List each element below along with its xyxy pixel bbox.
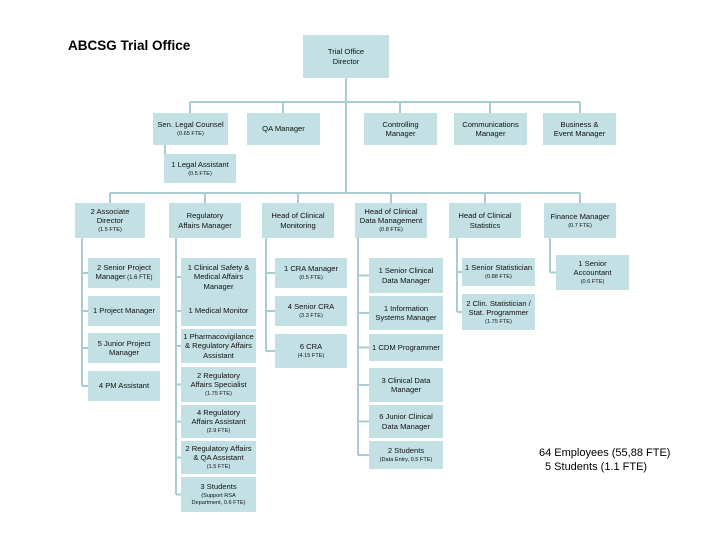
data-students-fte: (Data Entry, 0.5 FTE) [379,457,433,464]
pm-assistant-box: 4 PM Assistant [88,371,160,401]
finance-manager-fte: (0.7 FTE) [568,222,592,229]
qa-manager-box: QA Manager [247,113,320,145]
cdm-programmer-box: 1 CDM Programmer [369,334,443,361]
senior-accountant-box: 1 Senior Accountant (0.6 FTE) [556,255,629,290]
business-event-manager-box: Business & Event Manager [543,113,616,145]
medical-monitor-box: 1 Medical Monitor [181,296,256,326]
senior-project-manager-title: 2 Senior Project Manager [95,263,152,282]
regulatory-specialist-fte: (1.75 FTE) [205,391,232,398]
communications-manager-label: Communications Manager [462,119,519,138]
clinical-data-manager-label: 3 Clinical Data Manager [381,375,431,394]
communications-manager-box: Communications Manager [454,113,527,145]
clinical-safety-manager-box: 1 Clinical Safety & Medical Affairs Mana… [181,258,256,296]
business-event-manager-label: Business & Event Manager [553,119,606,138]
finance-manager-box: Finance Manager (0.7 FTE) [544,203,616,238]
senior-project-manager-label: 2 Senior Project Manager (1.6 FTE) [96,263,153,282]
pm-assistant-label: 4 PM Assistant [98,381,150,391]
clinical-statistician-box: 2 Clin. Statistician / Stat. Programmer … [462,294,535,330]
legal-assistant-box: 1 Legal Assistant (0.5 FTE) [164,154,236,183]
regulatory-students-label: 3 Students [200,482,237,492]
regulatory-qa-assistant-box: 2 Regulatory Affairs & QA Assistant (1.5… [181,441,256,474]
senior-project-manager-fte: (1.6 FTE) [125,275,153,282]
regulatory-assistant-box: 4 Regulatory Affairs Assistant (2.9 FTE) [181,405,256,438]
head-data-management-fte: (0.8 FTE) [379,227,403,234]
legal-assistant-label: 1 Legal Assistant [171,159,229,169]
head-clinical-monitoring-label: Head of Clinical Monitoring [271,211,325,230]
controlling-manager-label: Controlling Manager [382,119,419,138]
medical-monitor-label: 1 Medical Monitor [188,306,249,316]
senior-accountant-fte: (0.6 FTE) [580,279,605,286]
finance-manager-label: Finance Manager [550,211,610,221]
cdm-programmer-label: 1 CDM Programmer [372,342,440,352]
cra-manager-box: 1 CRA Manager (0.5 FTE) [275,258,347,288]
senior-data-manager-label: 1 Senior Clinical Data Manager [378,266,434,285]
senior-cra-fte: (3.3 FTE) [299,313,323,320]
employee-count: 64 Employees (55,88 FTE) [539,447,671,459]
senior-project-manager-box: 2 Senior Project Manager (1.6 FTE) [88,258,160,288]
legal-counsel-label: Sen. Legal Counsel [157,120,224,130]
junior-data-manager-label: 6 Junior Clinical Data Manager [379,412,433,431]
director-box: Trial Office Director [303,35,389,78]
senior-data-manager-box: 1 Senior Clinical Data Manager [369,258,443,293]
information-systems-manager-label: 1 Information Systems Manager [375,303,437,322]
senior-accountant-label: 1 Senior Accountant [573,259,612,278]
regulatory-assistant-fte: (2.9 FTE) [206,428,231,435]
headcount-summary: 64 Employees (55,88 FTE) 5 Students (1.1… [539,446,670,475]
senior-cra-label: 4 Senior CRA [287,302,335,312]
associate-director-box: 2 Associate Director (1.5 FTE) [75,203,145,238]
associate-director-label: 2 Associate Director [90,207,130,226]
regulatory-students-fte: (Support RSA Department, 0.6 FTE) [191,493,246,507]
controlling-manager-box: Controlling Manager [364,113,437,145]
regulatory-assistant-label: 4 Regulatory Affairs Assistant [191,408,246,427]
data-students-box: 2 Students (Data Entry, 0.5 FTE) [369,441,443,469]
senior-statistician-label: 1 Senior Statistician [464,263,533,273]
clinical-statistician-label: 2 Clin. Statistician / Stat. Programmer [466,298,531,317]
director-label: Trial Office Director [327,47,365,66]
legal-assistant-fte: (0.5 FTE) [188,170,212,177]
pharmacovigilance-assistant-box: 1 Pharmacovigilance & Regulatory Affairs… [181,329,256,363]
junior-project-manager-label: 5 Junior Project Manager [97,338,151,357]
pharmacovigilance-assistant-label: 1 Pharmacovigilance & Regulatory Affairs… [183,332,254,360]
cra-box: 6 CRA (4.15 FTE) [275,334,347,368]
cra-manager-label: 1 CRA Manager [283,264,339,274]
head-clinical-statistics-box: Head of Clinical Statistics [449,203,521,238]
regulatory-affairs-manager-box: Regulatory Affairs Manager [169,203,241,238]
head-data-management-label: Head of Clinical Data Management [359,207,423,226]
regulatory-students-box: 3 Students (Support RSA Department, 0.6 … [181,477,256,512]
cra-label: 6 CRA [299,342,323,352]
legal-counsel-box: Sen. Legal Counsel (0.65 FTE) [153,113,228,145]
senior-cra-box: 4 Senior CRA (3.3 FTE) [275,296,347,326]
information-systems-manager-box: 1 Information Systems Manager [369,296,443,330]
senior-statistician-box: 1 Senior Statistician (0.88 FTE) [462,258,535,286]
junior-data-manager-box: 6 Junior Clinical Data Manager [369,405,443,438]
clinical-data-manager-box: 3 Clinical Data Manager [369,368,443,402]
project-manager-box: 1 Project Manager [88,296,160,326]
student-count: 5 Students (1.1 FTE) [545,461,648,474]
cra-manager-fte: (0.5 FTE) [299,275,323,282]
qa-manager-label: QA Manager [262,124,305,134]
cra-fte: (4.15 FTE) [297,353,325,360]
associate-director-fte: (1.5 FTE) [98,227,122,234]
legal-counsel-fte: (0.65 FTE) [177,131,204,138]
head-clinical-statistics-label: Head of Clinical Statistics [458,211,512,230]
head-data-management-box: Head of Clinical Data Management (0.8 FT… [355,203,427,238]
regulatory-qa-assistant-fte: (1.5 FTE) [206,464,231,471]
junior-project-manager-box: 5 Junior Project Manager [88,333,160,363]
clinical-statistician-fte: (1.75 FTE) [485,318,512,325]
data-students-label: 2 Students [387,446,425,456]
senior-statistician-fte: (0.88 FTE) [485,274,512,281]
page-title: ABCSG Trial Office [68,38,191,53]
regulatory-specialist-box: 2 Regulatory Affairs Specialist (1.75 FT… [181,367,256,402]
regulatory-qa-assistant-label: 2 Regulatory Affairs & QA Assistant [185,444,252,463]
head-clinical-monitoring-box: Head of Clinical Monitoring [262,203,334,238]
project-manager-label: 1 Project Manager [92,306,156,316]
regulatory-affairs-manager-label: Regulatory Affairs Manager [178,211,232,230]
clinical-safety-manager-label: 1 Clinical Safety & Medical Affairs Mana… [187,263,250,291]
regulatory-specialist-label: 2 Regulatory Affairs Specialist [190,371,247,390]
